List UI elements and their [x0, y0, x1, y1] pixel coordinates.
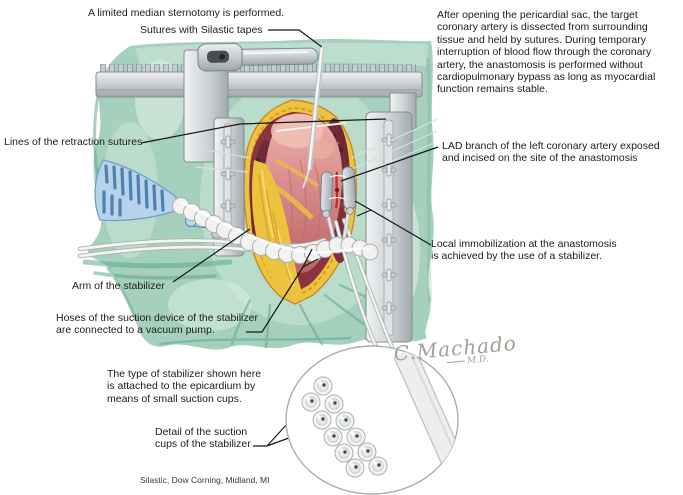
trademark-note: Silastic, Dow Corning, Midland, MI [140, 475, 270, 485]
label-local-immobilization: Local immobilization at the anastomosis … [431, 238, 617, 263]
label-hoses: Hoses of the suction device of the stabi… [56, 312, 258, 337]
label-sutures-silastic-tapes: Sutures with Silastic tapes [140, 24, 263, 36]
lad-incision [328, 171, 347, 209]
leader-lad [340, 146, 439, 182]
leader-retraction [140, 118, 387, 144]
crank-handle [197, 42, 319, 72]
silastic-tape [302, 45, 325, 189]
label-stabilizer-arm: Arm of the stabilizer [72, 280, 165, 292]
label-suction-cups-detail: Detail of the suction cups of the stabil… [155, 426, 251, 451]
leader-sutures-tapes [268, 29, 323, 48]
right-retractor-blade [365, 111, 413, 343]
stabilizer-feet [319, 166, 357, 241]
label-lad-branch: LAD branch of the left coronary artery e… [442, 140, 660, 165]
retractor-frame [95, 42, 423, 343]
ratchet-bar [95, 71, 423, 98]
ratchet-teeth [100, 64, 416, 72]
description-paragraph: After opening the pericardial sac, the t… [437, 9, 656, 96]
signature-flourish-line [446, 360, 465, 364]
note-sternotomy: A limited median sternotomy is performed… [88, 7, 285, 19]
leader-local [354, 200, 432, 246]
leader-lines [140, 29, 439, 447]
suction-cups [301, 376, 388, 478]
stabilizer-arm [172, 197, 379, 264]
detail-inset [285, 345, 459, 495]
label-retraction-sutures: Lines of the retraction sutures [4, 136, 143, 148]
epicardial-fat [251, 158, 320, 300]
leader-arm [172, 228, 251, 283]
label-stabilizer-type: The type of stabilizer shown here is att… [107, 368, 262, 405]
leader-hoses [246, 248, 319, 333]
